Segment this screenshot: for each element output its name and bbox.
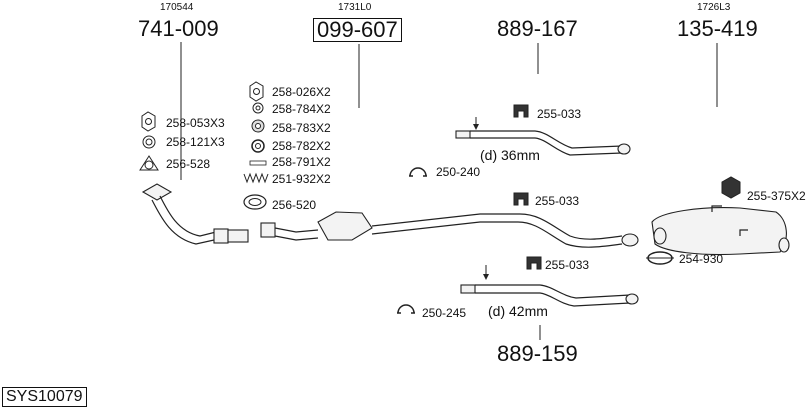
pipe-diameter-label-42mm: (d) 42mm <box>488 303 548 319</box>
gasket-icon <box>139 155 159 171</box>
catalytic-converter-pipe <box>260 211 639 248</box>
part-label-256-520: 256-520 <box>272 198 317 212</box>
nut-icon <box>141 111 156 132</box>
part-label-250-245: 250-245 <box>422 306 467 320</box>
spring-washer-icon <box>251 139 265 153</box>
part-label-255-033: 255-033 <box>537 107 582 121</box>
part-label-258-121x3: 258-121X3 <box>166 135 225 149</box>
clamp-icon <box>409 167 427 177</box>
intermediate-pipe-36mm <box>455 117 631 156</box>
pipe-diameter-label-36mm: (d) 36mm <box>480 147 540 163</box>
rubber-hanger-icon <box>513 104 529 118</box>
part-label-258-782x2: 258-782X2 <box>272 139 331 153</box>
spring-icon <box>243 172 269 184</box>
part-number-135-419: 135-419 <box>677 16 758 41</box>
part-label-258-026x2: 258-026X2 <box>272 85 331 99</box>
front-pipe <box>141 183 249 245</box>
part-label-254-930: 254-930 <box>679 252 724 266</box>
lock-nut-icon <box>251 119 265 133</box>
part-label-255-375x2: 255-375X2 <box>747 189 806 203</box>
washer-icon <box>142 135 156 149</box>
washer-icon <box>252 102 264 114</box>
bolt-icon <box>249 160 267 166</box>
part-number-889-159: 889-159 <box>497 341 578 366</box>
part-label-256-528: 256-528 <box>166 157 211 171</box>
part-label-258-791x2: 258-791X2 <box>272 155 331 169</box>
seal-ring-icon <box>243 194 267 210</box>
rear-muffler <box>651 205 790 256</box>
rubber-mount-icon <box>721 176 741 199</box>
part-label-258-783x2: 258-783X2 <box>272 121 331 135</box>
clamp-icon <box>646 251 674 265</box>
ref-code-170544: 170544 <box>160 2 194 13</box>
ref-code-1731l0: 1731L0 <box>338 2 372 13</box>
part-number-889-167: 889-167 <box>497 16 578 41</box>
system-id-badge: SYS10079 <box>2 387 87 407</box>
part-label-255-033: 255-033 <box>535 194 580 208</box>
rubber-hanger-icon <box>513 192 529 206</box>
part-number-741-009: 741-009 <box>138 16 219 41</box>
part-label-250-240: 250-240 <box>436 165 481 179</box>
part-label-255-033: 255-033 <box>545 258 590 272</box>
part-label-258-784x2: 258-784X2 <box>272 102 331 116</box>
rubber-hanger-icon <box>526 256 542 270</box>
clamp-icon <box>397 304 415 314</box>
ref-code-1726l3: 1726L3 <box>697 2 731 13</box>
part-label-258-053x3: 258-053X3 <box>166 116 225 130</box>
nut-icon <box>249 81 264 102</box>
intermediate-pipe-42mm <box>460 265 639 307</box>
part-number-099-607: 099-607 <box>313 18 402 42</box>
part-label-251-932x2: 251-932X2 <box>272 172 331 186</box>
